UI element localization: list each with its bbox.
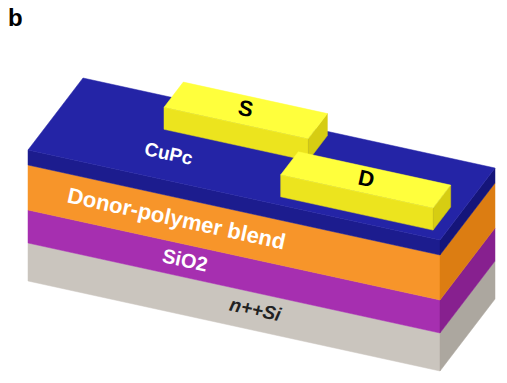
panel-letter: b [8, 4, 23, 32]
source-electrode-top [164, 82, 327, 139]
drain-electrode-top [281, 152, 451, 208]
drain-label: D [353, 165, 380, 193]
cupc-layer-top [28, 78, 495, 240]
